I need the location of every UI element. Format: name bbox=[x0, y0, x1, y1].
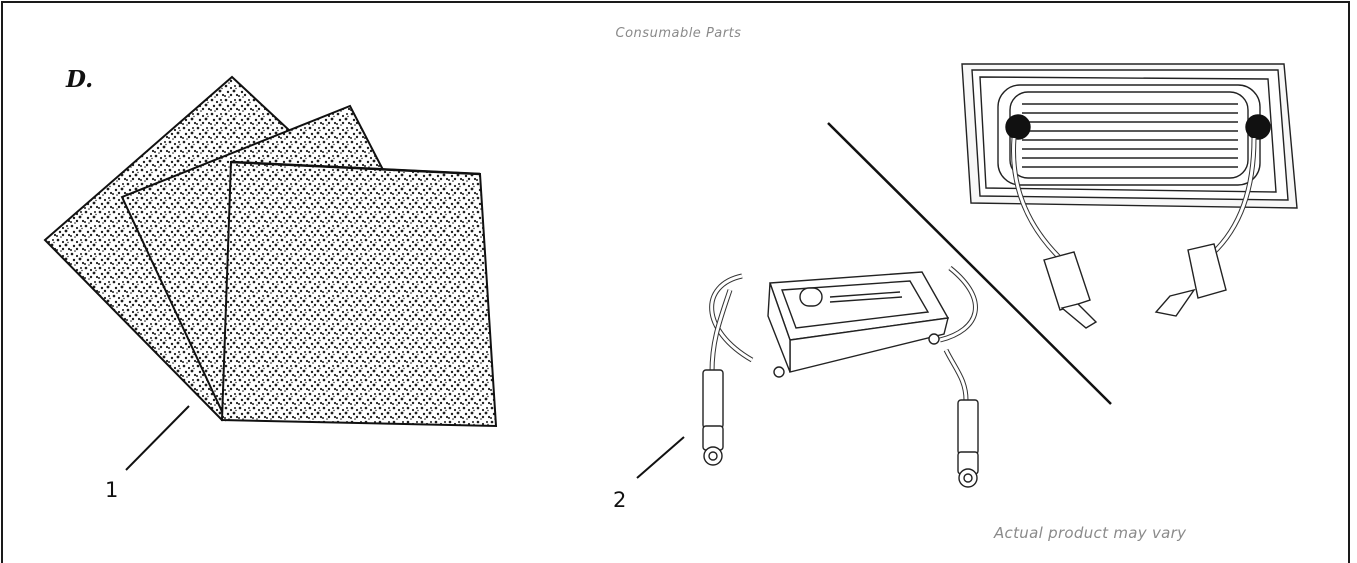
section-title: Consumable Parts bbox=[615, 26, 742, 41]
callout-label-1: 1 bbox=[105, 478, 119, 502]
foam-pad-front bbox=[220, 160, 498, 428]
electrode-with-leads-illustration bbox=[702, 266, 979, 488]
divider-line bbox=[827, 122, 1112, 405]
panel-letter: D. bbox=[66, 66, 94, 93]
callout-leader-1 bbox=[125, 405, 190, 471]
electrode-in-package-illustration bbox=[961, 63, 1298, 329]
callout-leader-2 bbox=[636, 436, 685, 479]
callout-label-2: 2 bbox=[613, 488, 627, 512]
foam-pads-illustration bbox=[43, 75, 498, 428]
disclaimer-note: Actual product may vary bbox=[994, 524, 1187, 542]
